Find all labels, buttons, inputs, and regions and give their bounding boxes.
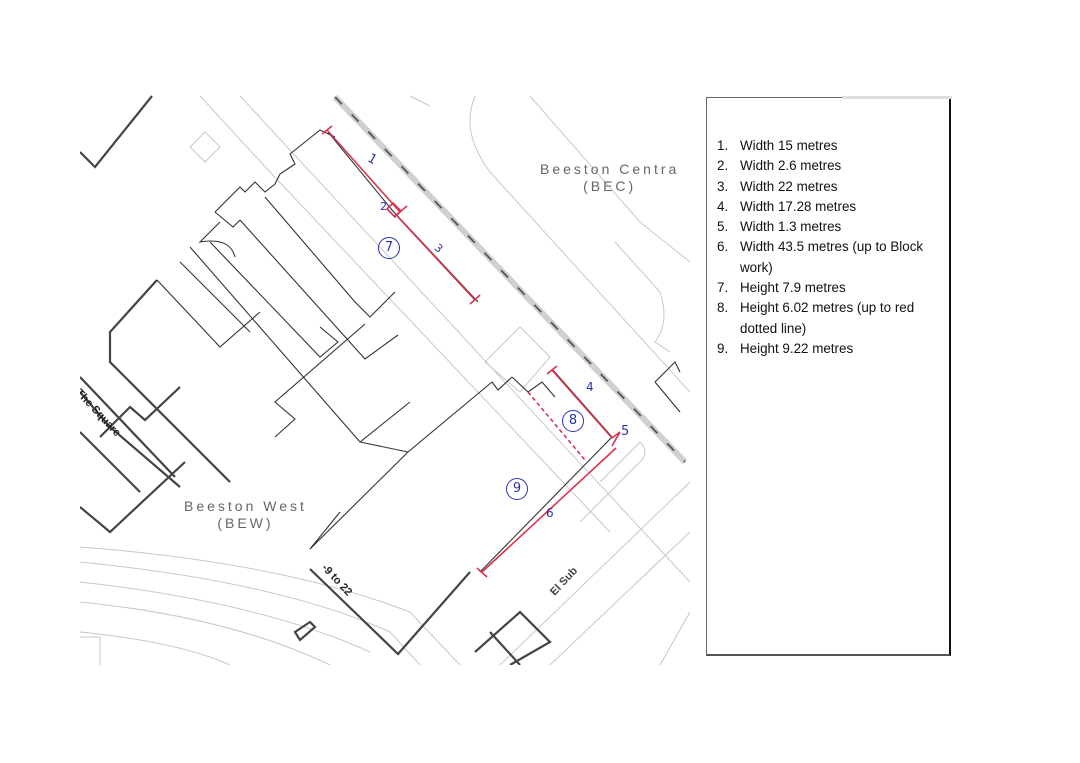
legend-item-number: 3. [717,178,729,194]
legend-item-text: Width 43.5 metres (up to Block work) [740,239,924,275]
legend-panel: 1. Width 15 metres 2. Width 2.6 metres 3. W… [706,96,952,656]
map-drawing [80,94,690,665]
legend-item-number: 7. [717,280,729,296]
circled-mark-7: 7 [378,237,400,259]
legend-item: 1. Width 15 metres [717,136,949,156]
legend-item: 7. Height 7.9 metres [717,278,949,298]
legend-list: 1. Width 15 metres 2. Width 2.6 metres 3. W… [717,136,949,359]
area-label-beeston-central: Beeston Centra (BEC) [540,161,679,194]
measurement-mark-2: 2 [380,200,387,213]
legend-item: 5. Width 1.3 metres [717,217,949,237]
legend-item-number: 4. [717,198,729,214]
area-label-beeston-west: Beeston West (BEW) [184,498,307,531]
legend-item: 9. Height 9.22 metres [717,339,949,359]
legend-item: 4. Width 17.28 metres [717,197,949,217]
scan-artifact [842,96,952,99]
legend-item-text: Width 15 metres [740,138,838,153]
legend-item-number: 2. [717,158,729,174]
legend-item-number: 6. [717,239,729,255]
measurement-mark-5: 5 [621,424,630,439]
measurement-mark-6: 6 [546,506,554,520]
measurement-mark-4: 4 [586,380,594,394]
legend-item-text: Width 1.3 metres [740,219,842,235]
area-label-name: Beeston Centra [540,161,680,177]
legend-item-text: Width 2.6 metres [740,158,842,174]
area-label-code: (BEC) [583,178,637,194]
circled-mark-9: 9 [506,478,528,500]
legend-item: 8. Height 6.02 metres (up to red dotted l… [717,298,949,339]
site-map: Beeston Centra (BEC) Beeston West (BEW) … [80,92,690,665]
legend-item-number: 8. [717,300,729,316]
legend-item-text: Height 6.02 metres (up to red dotted lin… [740,300,915,336]
legend-item-text: Height 9.22 metres [740,340,854,356]
legend-item: 2. Width 2.6 metres [717,156,949,176]
legend-item-text: Height 7.9 metres [740,280,846,296]
legend-item-number: 1. [717,138,729,153]
circled-mark-8: 8 [562,410,584,432]
legend-item-number: 5. [717,219,729,235]
area-label-name: Beeston West [184,498,307,514]
legend-item: 6. Width 43.5 metres (up to Block work) [717,237,949,278]
area-label-code: (BEW) [217,515,274,531]
legend-item: 3. Width 22 metres [717,177,949,197]
legend-item-text: Width 17.28 metres [740,198,857,214]
legend-item-number: 9. [717,340,729,356]
legend-item-text: Width 22 metres [740,178,838,194]
